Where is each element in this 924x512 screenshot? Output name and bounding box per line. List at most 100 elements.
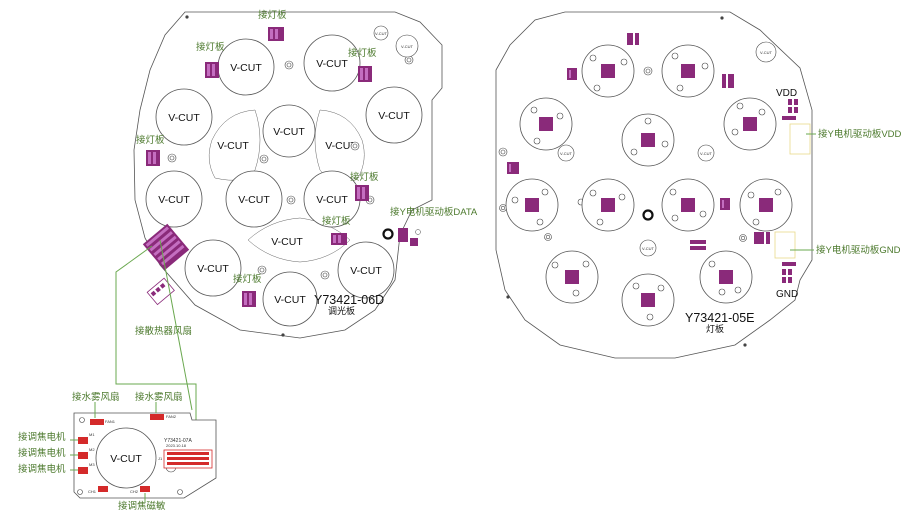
vcut-circle bbox=[337, 241, 395, 299]
focus-motor-label: 接调焦电机 bbox=[18, 431, 66, 443]
led-module bbox=[581, 44, 635, 98]
led-board-label: 接灯板 bbox=[233, 273, 262, 285]
focus-magnet-label: 接调焦磁敏 bbox=[118, 500, 166, 512]
led-board-name: 灯板 bbox=[706, 323, 724, 334]
led-module bbox=[661, 44, 715, 98]
vcut-label: V-CUT bbox=[273, 126, 305, 138]
vcut-label: V-CUT bbox=[274, 294, 306, 306]
header-connector bbox=[163, 449, 213, 469]
motor-connector-1 bbox=[78, 437, 88, 444]
vcut-label: V-CUT bbox=[110, 453, 142, 465]
motor-connector-2 bbox=[78, 452, 88, 459]
led-connector bbox=[205, 62, 219, 78]
focus-motor-label: 接调焦电机 bbox=[18, 463, 66, 475]
vcut-label: V-CUT bbox=[316, 194, 348, 206]
led-board: V-CUT V-CUT V-CUT V-CUT bbox=[495, 11, 902, 359]
wire-to-small-board bbox=[159, 239, 193, 411]
ch-connector-2 bbox=[140, 486, 150, 492]
vdd-label: VDD bbox=[776, 88, 797, 99]
vcut-circle bbox=[225, 170, 283, 228]
vcut-circle bbox=[184, 239, 242, 297]
dimmer-vcut-labels: V-CUT V-CUT V-CUT V-CUT V-CUT V-CUT V-CU… bbox=[158, 58, 410, 306]
led-module bbox=[505, 178, 559, 232]
vcut-label: V-CUT bbox=[350, 265, 382, 277]
dimmer-connectors bbox=[142, 27, 421, 307]
led-board-components bbox=[507, 33, 811, 283]
led-board-label: 接灯板 bbox=[258, 9, 287, 21]
silk-text: FAN2 bbox=[166, 414, 177, 419]
vcut-marker-label: V-CUT bbox=[642, 246, 655, 251]
led-connector bbox=[146, 150, 160, 166]
gnd-label: GND bbox=[776, 289, 798, 300]
vcut-label: V-CUT bbox=[238, 194, 270, 206]
dimmer-holes bbox=[167, 15, 414, 337]
vcut-marker-label: V-CUT bbox=[560, 151, 573, 156]
vcut-marker-label: V-CUT bbox=[375, 31, 388, 36]
vcut-label: V-CUT bbox=[325, 140, 357, 152]
vcut-label: V-CUT bbox=[158, 194, 190, 206]
focus-motor-label: 接调焦电机 bbox=[18, 447, 66, 459]
led-board-label: 接灯板 bbox=[350, 171, 379, 183]
led-module bbox=[723, 97, 777, 151]
vcut-marker-label: V-CUT bbox=[401, 44, 414, 49]
vcut-label: V-CUT bbox=[217, 140, 249, 152]
led-board-label: 接灯板 bbox=[196, 41, 225, 53]
silk-text: CH2 bbox=[130, 489, 139, 494]
silk-text: M1 bbox=[89, 432, 95, 437]
vcut-marker bbox=[395, 34, 419, 58]
dimmer-labels: 接灯板 接灯板 接灯板 接灯板 接灯板 接灯板 接灯板 接Y电机驱动板DATA … bbox=[135, 9, 478, 337]
dimmer-board-model: Y73421-06D bbox=[314, 293, 384, 307]
led-module bbox=[739, 178, 793, 232]
led-modules bbox=[505, 44, 793, 327]
led-module bbox=[621, 273, 675, 327]
motor-connector-3 bbox=[78, 467, 88, 474]
led-board-label: 接灯板 bbox=[348, 47, 377, 59]
dimmer-cutout-bottom bbox=[247, 217, 351, 263]
vcut-circle bbox=[262, 104, 316, 158]
led-board-vcut-markers: V-CUT V-CUT V-CUT V-CUT bbox=[560, 50, 773, 251]
silk-text: J1 bbox=[158, 456, 163, 461]
wire-to-small-board bbox=[115, 245, 197, 466]
led-board-label: 接灯板 bbox=[136, 134, 165, 146]
led-connector bbox=[268, 27, 284, 41]
led-connector bbox=[242, 291, 256, 307]
water-fan-label: 接水雾风扇 bbox=[72, 391, 120, 403]
silk-text: M2 bbox=[89, 447, 95, 452]
silk-text: M3 bbox=[89, 462, 95, 467]
vcut-circle bbox=[262, 271, 318, 327]
silk-text: CH1 bbox=[88, 489, 97, 494]
dimmer-vcut-circles bbox=[145, 34, 423, 327]
led-board-model: Y73421-05E bbox=[685, 311, 755, 325]
led-module bbox=[661, 178, 715, 232]
vcut-label: V-CUT bbox=[168, 112, 200, 124]
focus-board: V-CUT FAN1 FAN2 M1 M2 M3 CH1 CH2 J1 Y734… bbox=[18, 391, 217, 512]
dimmer-cutout-left bbox=[208, 109, 261, 181]
vcut-circle bbox=[155, 88, 213, 146]
data-connector bbox=[382, 228, 421, 246]
focus-board-model: Y73421-07A bbox=[164, 438, 192, 444]
led-connector bbox=[331, 233, 347, 245]
led-connector bbox=[355, 185, 369, 201]
focus-board-date: 2023.10.18 bbox=[166, 443, 187, 448]
vcut-marker bbox=[373, 25, 389, 41]
ch-connector-1 bbox=[98, 486, 108, 492]
dimmer-board: V-CUT V-CUT V-CUT V-CUT V-CUT V-CUT V-CU… bbox=[133, 9, 478, 339]
vcut-label: V-CUT bbox=[230, 62, 262, 74]
led-module bbox=[699, 250, 753, 304]
led-module bbox=[581, 178, 635, 232]
vcut-label: V-CUT bbox=[197, 263, 229, 275]
dimmer-board-name: 调光板 bbox=[328, 305, 355, 316]
vcut-label: V-CUT bbox=[316, 58, 348, 70]
vcut-label: V-CUT bbox=[271, 236, 303, 248]
vcut-circle bbox=[145, 170, 203, 228]
vdd-connection-label: 接Y电机驱动板VDD bbox=[818, 128, 902, 140]
water-fan-label: 接水雾风扇 bbox=[135, 391, 183, 403]
fan-connector-1 bbox=[90, 419, 104, 425]
connection-wires bbox=[115, 239, 197, 466]
led-connector bbox=[358, 66, 372, 82]
dimmer-cutout-right bbox=[314, 109, 365, 181]
gnd-connection-label: 接Y电机驱动板GND bbox=[816, 244, 901, 256]
fan-connector-2 bbox=[150, 414, 164, 420]
led-module bbox=[519, 97, 573, 151]
